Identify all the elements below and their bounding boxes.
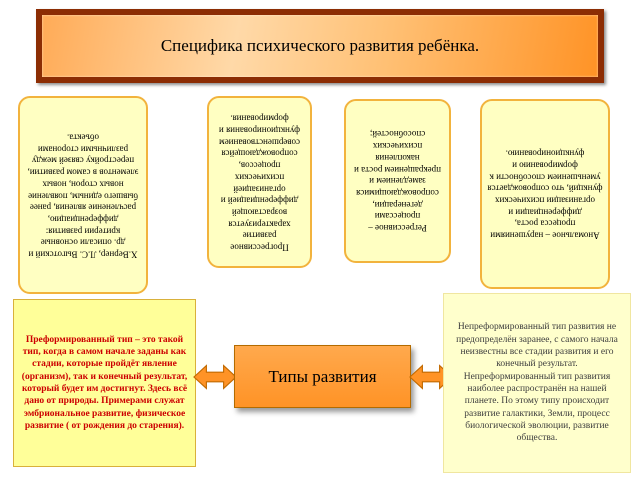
unpreformed-type-box: Непреформированный тип развития не предо… — [443, 293, 631, 473]
types-of-development-box: Типы развития — [234, 345, 411, 408]
criteria-box: Х.Вернер, Л.С. Выготский и др. описали о… — [18, 96, 148, 294]
preformed-type-text: Преформированный тип – это такой тип, ко… — [21, 334, 188, 432]
criteria-box-text: Х.Вернер, Л.С. Выготский и др. описали о… — [27, 132, 139, 260]
progressive-development-box: Прогрессивное развитие характеризуется в… — [207, 96, 312, 268]
types-of-development-label: Типы развития — [268, 366, 377, 386]
progressive-development-text: Прогрессивное развитие характеризуется в… — [218, 113, 301, 253]
title-banner: Специфика психического развития ребёнка. — [36, 9, 604, 83]
unpreformed-type-text: Непреформированный тип развития не предо… — [456, 322, 618, 444]
anomalous-development-box: Аномальное – нарушениями процесса роста,… — [480, 99, 610, 289]
regressive-development-text: Регрессивное – процессами дегенерации, с… — [354, 130, 441, 234]
regressive-development-box: Регрессивное – процессами дегенерации, с… — [344, 99, 451, 263]
double-arrow-left-icon — [193, 364, 237, 390]
slide-title: Специфика психического развития ребёнка. — [160, 36, 480, 55]
anomalous-development-text: Аномальное – нарушениями процесса роста,… — [487, 148, 603, 241]
preformed-type-box: Преформированный тип – это такой тип, ко… — [13, 299, 196, 467]
